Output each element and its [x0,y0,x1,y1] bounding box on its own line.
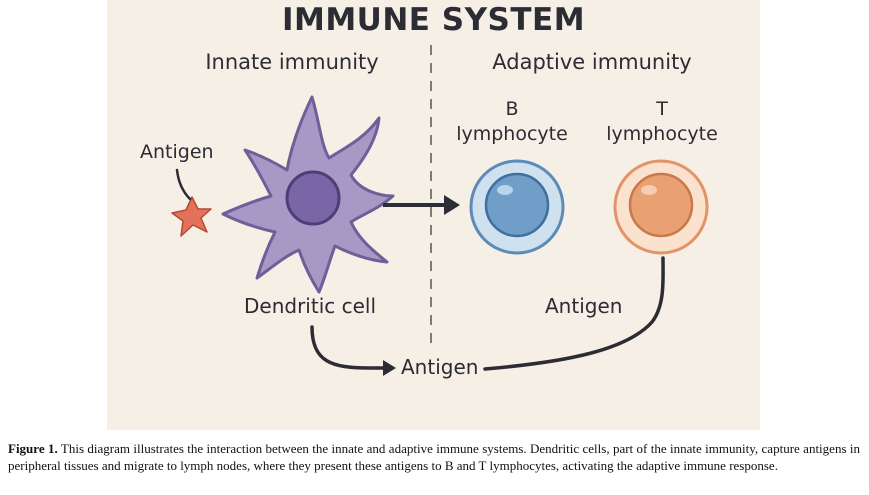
innate-immunity-heading: Innate immunity [205,50,379,74]
antigen-label-bottom: Antigen [401,355,479,379]
b-lymphocyte-label-line2: lymphocyte [456,123,568,145]
antigen-pointer-line [175,168,192,201]
caption-label: Figure 1. [8,441,58,456]
b-lymphocyte-highlight [497,185,513,195]
t-lymphocyte-label-line1: T [656,98,668,120]
diagram-panel: IMMUNE SYSTEM Innate immunity Adaptive i… [107,0,760,430]
dendritic-cell-label: Dendritic cell [244,294,377,318]
b-lymphocyte-label: B lymphocyte [432,97,592,147]
antigen-to-t-lymphocyte-line [483,256,665,371]
t-lymphocyte-label-line2: lymphocyte [606,123,718,145]
dendritic-to-antigen-arrow [310,325,387,370]
antigen-label-right: Antigen [545,294,623,318]
figure-caption: Figure 1. This diagram illustrates the i… [8,440,860,474]
t-lymphocyte-highlight [641,185,657,195]
arrowhead-icon [444,195,460,215]
antigen-label-left: Antigen [140,141,214,163]
dendritic-nucleus [285,170,341,226]
t-lymphocyte-label: T lymphocyte [582,97,742,147]
antigen-star-icon [171,196,212,237]
arrowhead-icon [383,360,396,376]
t-lymphocyte-nucleus [628,172,694,238]
diagram-artwork [171,45,709,376]
diagram-title: IMMUNE SYSTEM [281,2,586,38]
caption-text: This diagram illustrates the interaction… [8,441,860,473]
b-lymphocyte-nucleus [484,172,550,238]
adaptive-immunity-heading: Adaptive immunity [492,50,692,74]
b-lymphocyte-label-line1: B [505,98,519,120]
